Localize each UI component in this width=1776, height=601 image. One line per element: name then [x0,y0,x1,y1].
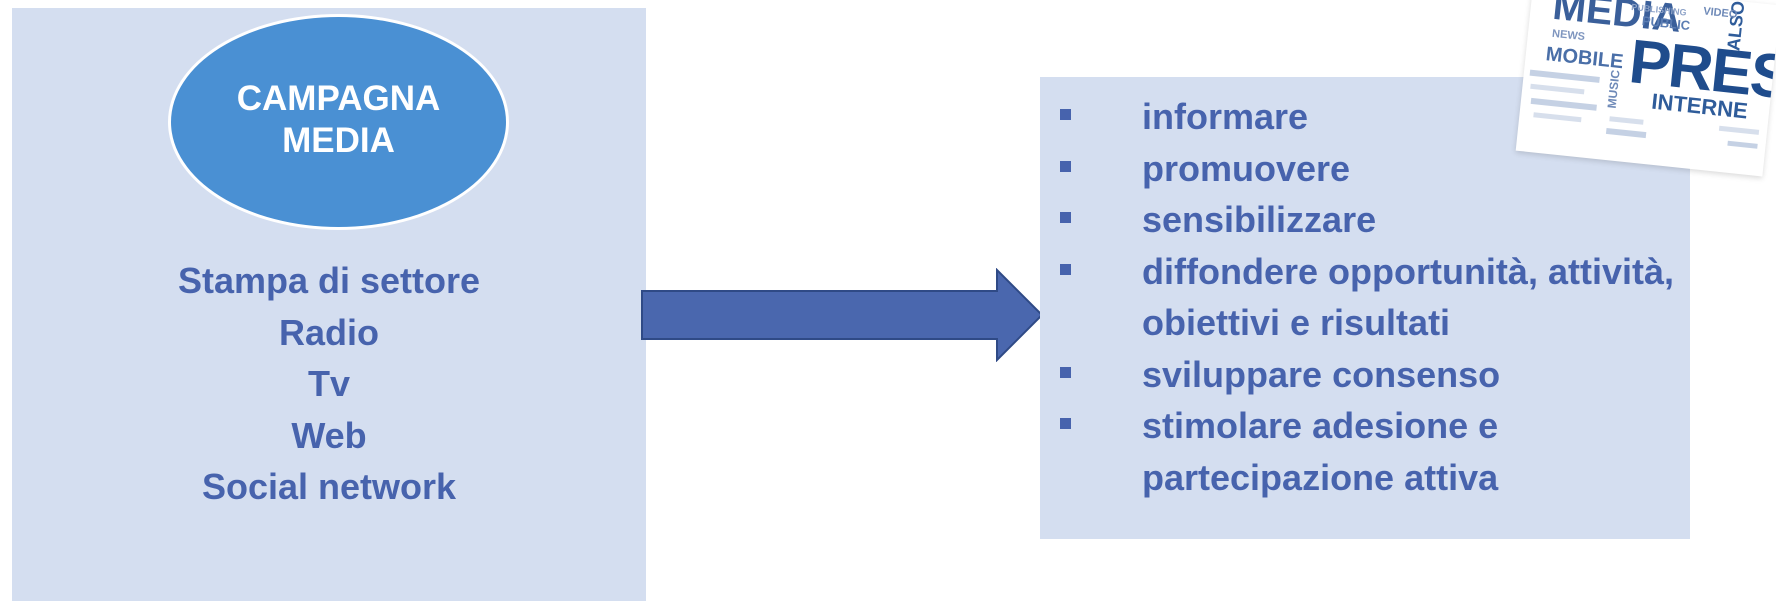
word-cloud-texture [1529,69,1760,149]
goal-item: sviluppare consenso [1060,349,1702,401]
goal-item: promuovere [1060,143,1702,195]
square-bullet-icon [1060,212,1071,223]
goal-label: promuovere [1142,147,1351,189]
channel-item: Web [291,414,367,456]
goal-item: sensibilizzare [1060,194,1702,246]
goal-label: informare [1142,96,1309,137]
ellipse-title: CAMPAGNA MEDIA [236,79,441,160]
channel-item: Social network [201,466,457,507]
channel-item: Tv [307,363,350,404]
press-word-cloud-image: MEDIA PRES INTERNE MOBILE PUBLIC ALSO NE… [1515,0,1776,177]
channel-item: Radio [278,311,379,353]
campaign-ellipse: CAMPAGNA MEDIA [168,14,509,230]
goal-label: sensibilizzare [1142,199,1377,240]
goals-list: informare promuovere sensibilizzare diff… [1060,91,1702,503]
media-channels-panel: CAMPAGNA MEDIA Stampa di settore Radio T… [12,8,646,601]
right-arrow-icon [641,268,1044,362]
square-bullet-icon [1060,160,1071,172]
goal-label: stimolare adesione e partecipazione atti… [1142,405,1499,498]
goal-item: informare [1060,91,1702,143]
goal-label: diffondere opportunità, attività, obiett… [1142,250,1674,344]
goal-label: sviluppare consenso [1142,353,1501,395]
square-bullet-icon [1060,263,1071,275]
media-channels-list: Stampa di settore Radio Tv Web Social ne… [12,255,646,513]
square-bullet-icon [1060,109,1071,120]
goal-item: diffondere opportunità, attività, obiett… [1060,246,1702,349]
channel-item: Stampa di settore [177,260,481,301]
goal-item: stimolare adesione e partecipazione atti… [1060,400,1702,503]
square-bullet-icon [1060,418,1071,429]
square-bullet-icon [1060,366,1071,378]
